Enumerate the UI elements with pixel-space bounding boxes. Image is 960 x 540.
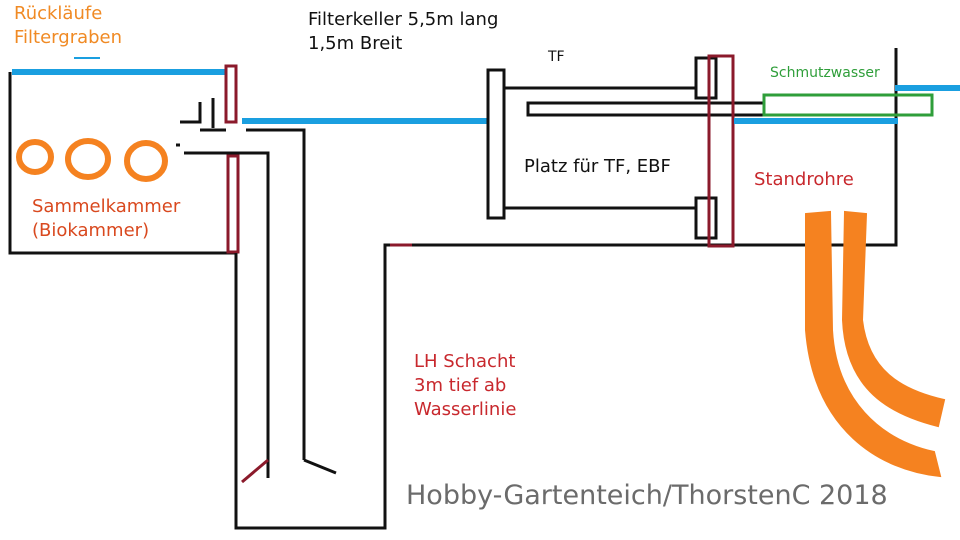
returns-label: Rückläufe Filtergraben [14,3,123,48]
standpipe-1-icon [805,210,942,478]
ring-2-icon [65,138,111,180]
dirty-water-pipe [762,93,934,117]
connector-lines [176,98,226,147]
standpipe-2-icon [841,210,946,428]
collection-chamber [8,72,236,255]
tf-filter [486,56,766,240]
tf-space-label: Platz für TF, EBF [524,156,671,177]
ring-3-icon [124,140,168,182]
wall-pass-through [224,64,240,254]
shaft-red-mark-left [241,458,269,484]
dirty-water-label: Schmutzwasser [770,65,880,81]
ring-1-icon [16,139,54,175]
orange-rings [16,138,168,182]
standpipes-label: Standrohre [754,169,854,190]
lh-shaft [184,48,898,530]
watermark: Hobby-Gartenteich/ThorstenC 2018 [406,480,888,511]
cellar-label: Filterkeller 5,5m lang 1,5m Breit [308,9,499,54]
lh-shaft-label: LH Schacht 3m tief ab Wasserlinie [414,351,517,420]
tf-wall-pass-through [707,54,735,248]
collection-chamber-label: Sammelkammer (Biokammer) [32,196,181,241]
tf-label: TF [548,49,565,65]
standpipes [805,210,946,478]
